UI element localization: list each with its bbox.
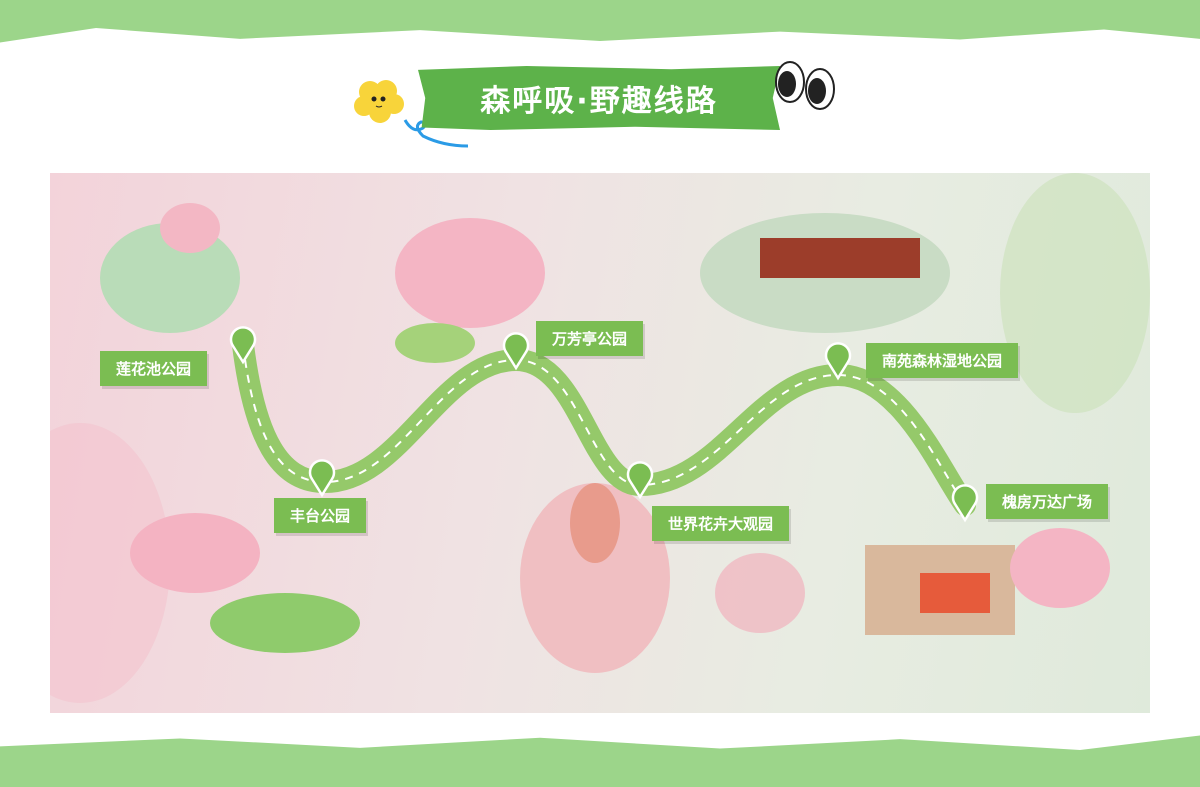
pin-icon[interactable] xyxy=(951,484,979,523)
stop-label-lianhuachi[interactable]: 莲花池公园 xyxy=(100,351,208,386)
cherry-tree-illustration xyxy=(130,513,260,593)
pin-icon[interactable] xyxy=(502,332,530,371)
stop-label-huaifang-wanda[interactable]: 槐房万达广场 xyxy=(986,484,1109,519)
stop-label-nanyuan-wetland[interactable]: 南苑森林湿地公园 xyxy=(866,343,1019,378)
blossom-tree xyxy=(1010,528,1110,608)
route-map xyxy=(50,173,1150,713)
pavilion-roof xyxy=(760,238,920,278)
mall-screen xyxy=(920,573,990,613)
eyes-icon xyxy=(775,61,835,110)
park-lawn xyxy=(210,593,360,653)
stop-label-fengtai[interactable]: 丰台公园 xyxy=(274,498,367,533)
petal-decoration xyxy=(715,553,805,633)
lotus-flower xyxy=(160,203,220,253)
stop-label-world-flower-garden[interactable]: 世界花卉大观园 xyxy=(652,506,790,541)
flower-mascot-icon xyxy=(354,80,404,123)
ribbon-icon xyxy=(403,119,469,148)
title-banner: 森呼吸·野趣线路 xyxy=(418,66,780,130)
pin-icon[interactable] xyxy=(308,459,336,498)
page-title: 森呼吸·野趣线路 xyxy=(480,84,718,119)
grass xyxy=(395,323,475,363)
pin-icon[interactable] xyxy=(626,461,654,500)
willow-decoration xyxy=(1000,173,1150,413)
stop-label-wanfangting[interactable]: 万芳亭公园 xyxy=(536,321,644,356)
pin-icon[interactable] xyxy=(229,326,257,365)
pin-icon[interactable] xyxy=(824,342,852,381)
blossom-tree-illustration xyxy=(395,218,545,328)
fairy-figure xyxy=(570,483,620,563)
